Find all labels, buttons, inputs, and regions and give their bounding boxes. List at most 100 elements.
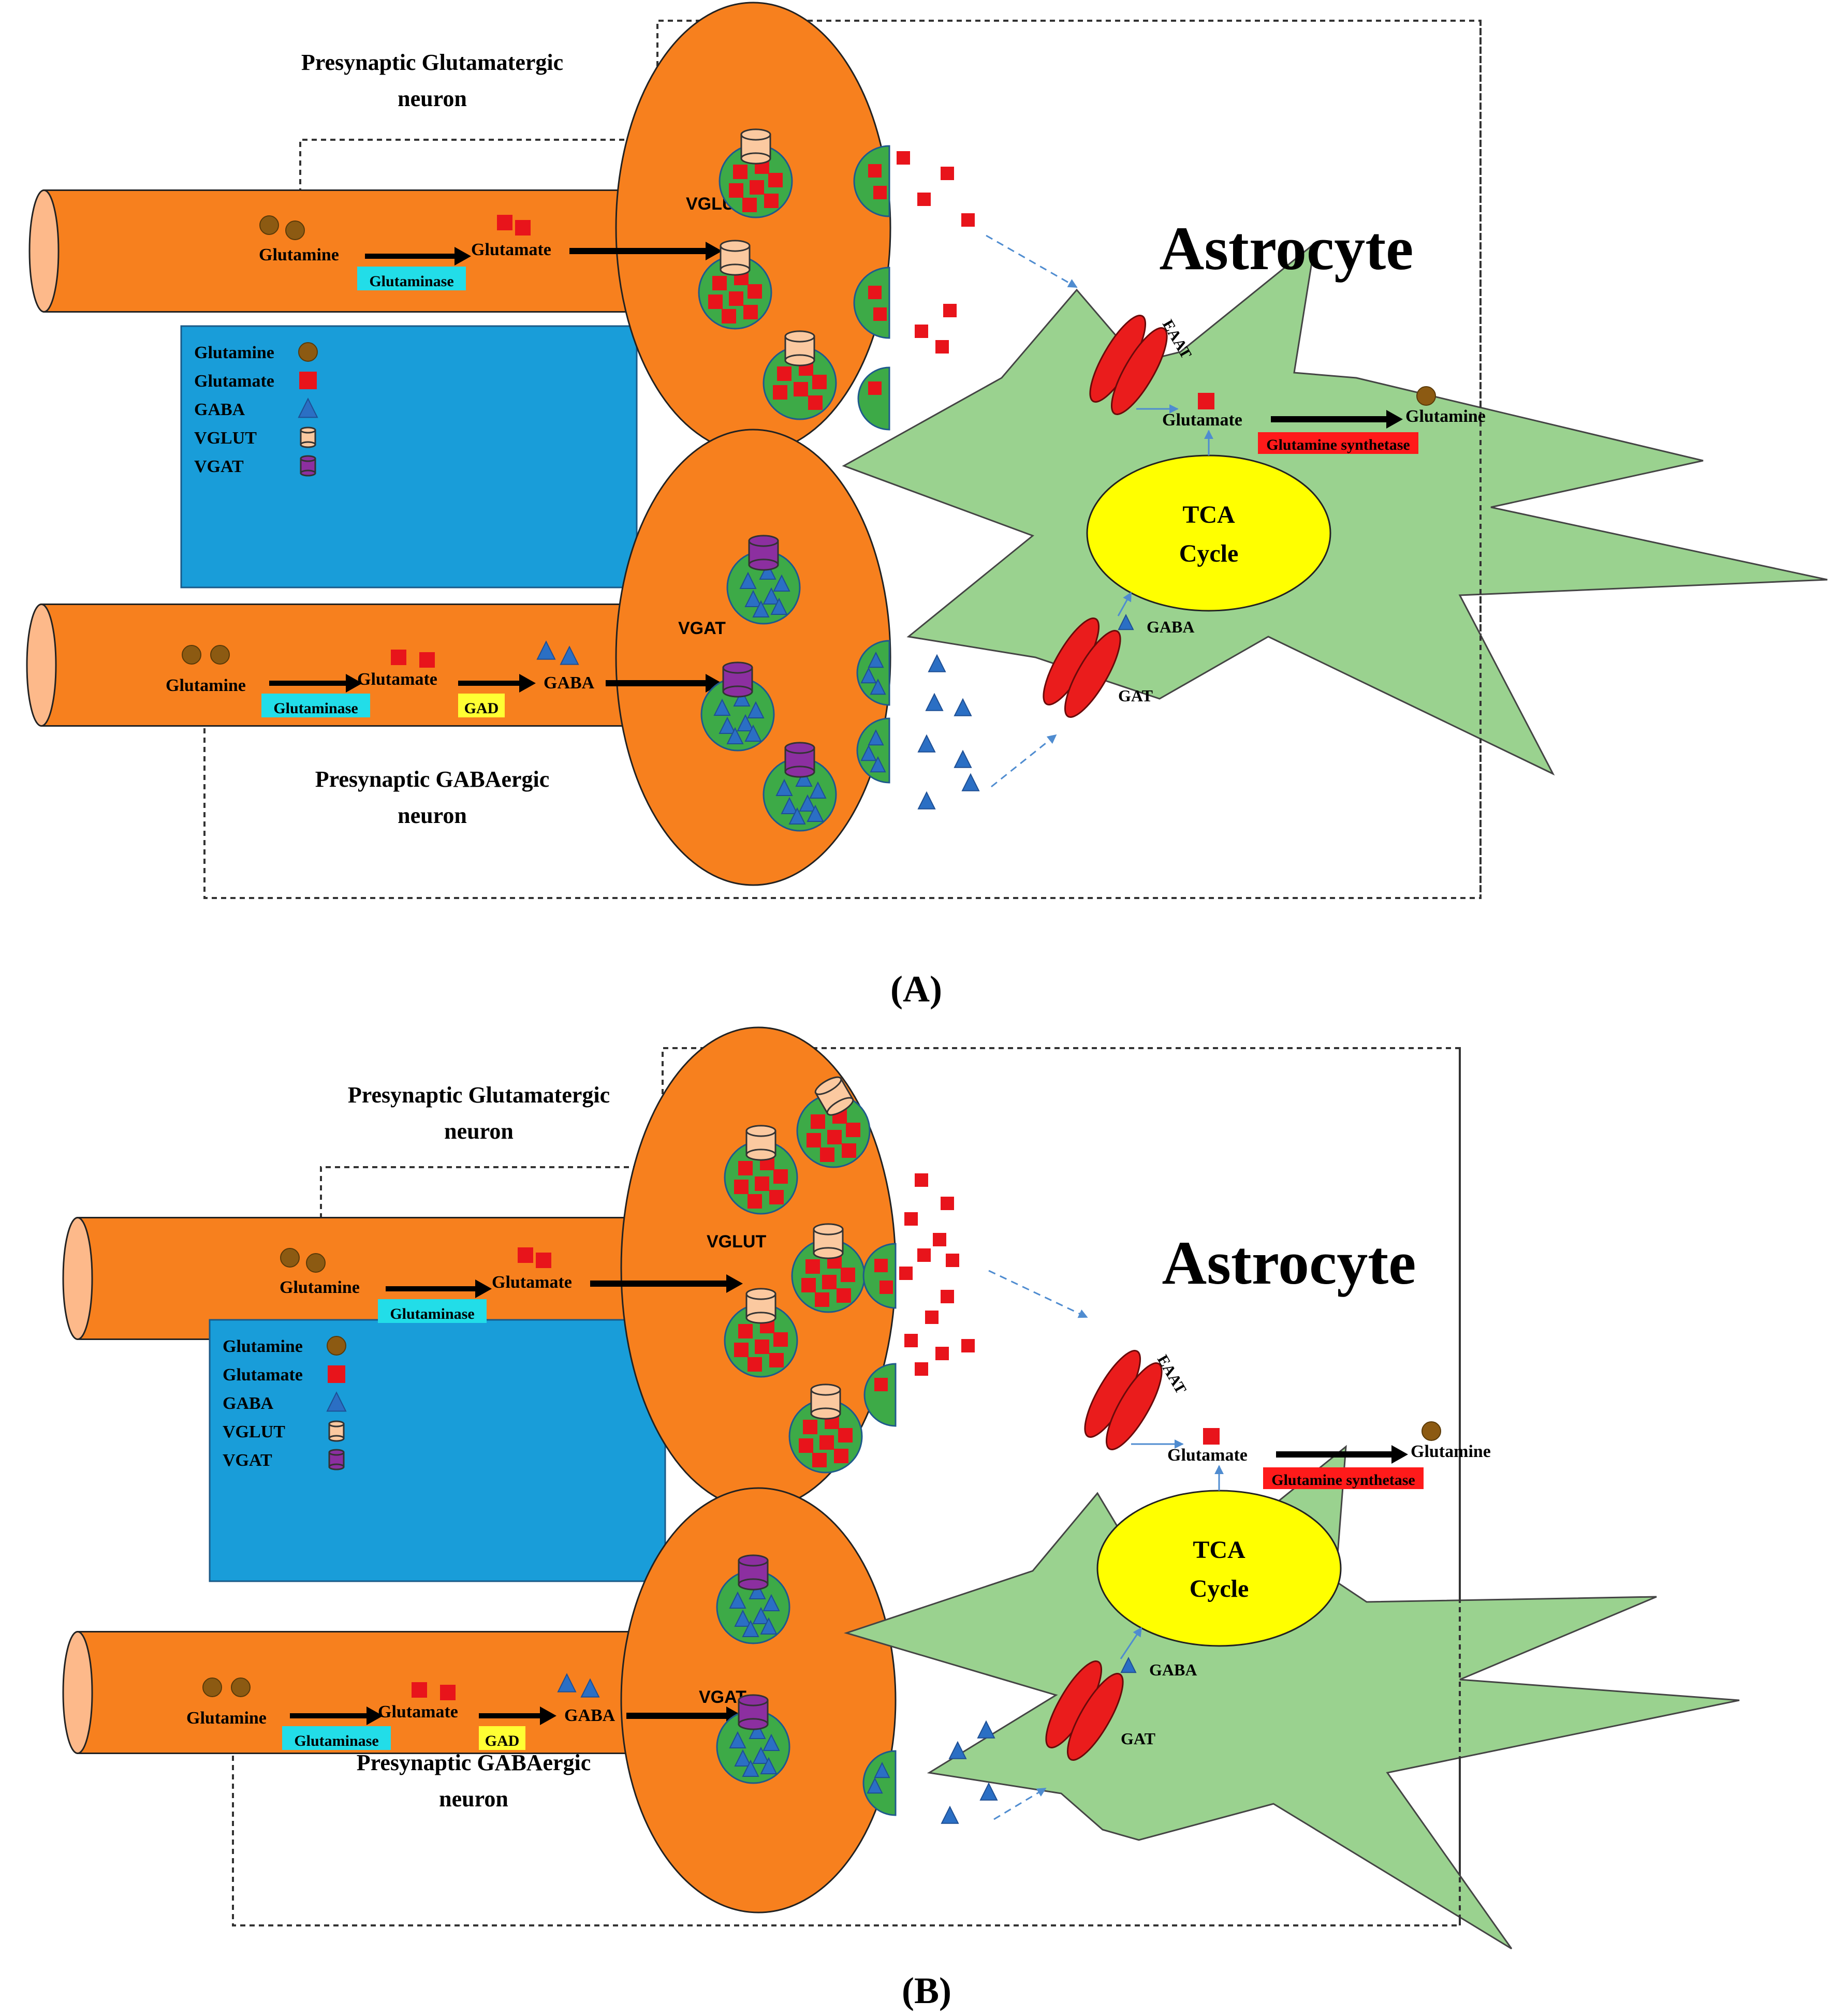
glutamate-square-icon — [827, 1130, 842, 1144]
glutamatergic-neuron-label: neuron — [398, 86, 467, 111]
panel-b: GlutamineGlutamateGABAVGLUTVGATPresynapt… — [62, 1026, 1740, 1950]
glutaminase-box — [282, 1726, 391, 1750]
glutamine-label: Glutamine — [280, 1278, 360, 1297]
glutamate-vesicle — [698, 240, 772, 330]
glutamate-square-icon — [874, 1378, 888, 1391]
glutamine-synthetase-label: Glutamine synthetase — [1266, 436, 1410, 453]
vglut-transporter-icon — [813, 1223, 844, 1259]
axon-cut-end — [28, 189, 60, 313]
glutamate-square-icon — [1198, 393, 1214, 409]
gaba-triangle-icon — [752, 600, 770, 617]
glutamate-square-icon — [773, 385, 787, 400]
glutamate-square-icon — [874, 1259, 888, 1272]
glutamate-square-icon — [899, 1267, 913, 1280]
glutamate-label: Glutamate — [1162, 410, 1242, 430]
glutamate-square-icon — [419, 652, 435, 668]
vglut-cylinder-icon — [328, 1420, 345, 1442]
tca-label: TCA — [1193, 1536, 1245, 1564]
gaba-vesicle — [726, 535, 801, 625]
gat-label: GAT — [1118, 686, 1153, 705]
glutamate-square-icon — [915, 1362, 928, 1376]
panel-a-caption: (A) — [890, 968, 942, 1010]
glutamate-square-icon — [734, 1180, 749, 1194]
eaat-transporter — [1089, 315, 1168, 415]
gaba-triangle-icon — [719, 716, 736, 734]
gaba-triangle-icon — [729, 1731, 746, 1748]
glutamate-square-icon — [812, 375, 827, 389]
glutamate-label: Glutamate — [471, 240, 551, 259]
pathway-arrow-head — [455, 247, 471, 266]
gaba-triangle-icon — [742, 1759, 759, 1777]
glutamate-square-icon — [777, 366, 792, 381]
glutamate-square-icon — [941, 1290, 954, 1303]
glutaminase-label: Glutaminase — [273, 700, 358, 717]
gaba-triangle-icon — [734, 1749, 752, 1767]
vglut-transporter-icon — [720, 240, 751, 276]
gaba-triangle-icon — [979, 1782, 998, 1801]
glutamate-square-icon — [729, 291, 743, 306]
glutamate-square-icon — [880, 1281, 893, 1294]
glutamine-label: Glutamine — [259, 245, 339, 264]
glutamatergic-neuron-label: neuron — [444, 1119, 514, 1144]
gabaergic-terminal — [615, 429, 891, 886]
glutamate-square-icon — [764, 194, 779, 208]
gabaergic-neuron-label: Presynaptic GABAergic — [315, 767, 550, 792]
glutamate-square-icon — [822, 1275, 837, 1289]
glutamine-circle-icon — [285, 220, 305, 240]
glutamate-square-icon — [769, 1353, 784, 1367]
glutamate-square-icon — [440, 1685, 456, 1700]
gaba-label: GABA — [1147, 617, 1194, 636]
vglut-label: VGLUT — [707, 1232, 766, 1252]
glutamate-square-icon — [925, 1311, 939, 1324]
glutaminase-box — [357, 267, 466, 290]
panel-b-caption: (B) — [902, 1970, 951, 2011]
legend-label: Glutamine — [194, 343, 274, 362]
glutamine-circle-icon — [1421, 1421, 1441, 1441]
glutamate-square-icon — [391, 650, 406, 665]
glutamate-square-icon — [773, 1169, 788, 1184]
cylinder-top — [300, 426, 316, 434]
glutamate-square-icon — [807, 1133, 821, 1147]
glutamine-label: Glutamine — [186, 1709, 267, 1728]
glutamate-square-icon — [815, 1292, 829, 1307]
gaba-triangle-icon — [739, 571, 757, 589]
eaat-transporter-subunit — [1105, 1362, 1163, 1450]
gaba-label: GABA — [564, 1706, 615, 1725]
glutamate-square-icon — [773, 1332, 788, 1347]
cylinder-bottom — [300, 469, 316, 477]
gaba-label: GABA — [1149, 1660, 1197, 1679]
glutamine-circle-icon — [202, 1677, 222, 1697]
gaba-triangle-icon — [781, 797, 798, 814]
cylinder-bottom — [740, 152, 771, 165]
fused-vesicle — [857, 366, 890, 431]
legend-label: VGAT — [194, 457, 244, 476]
gaba-triangle-icon — [809, 781, 827, 799]
glutamate-square-icon — [497, 215, 512, 230]
glutamine-circle-icon — [182, 645, 201, 665]
diffusion-arrow — [988, 1270, 1088, 1318]
cylinder-bottom — [745, 1149, 776, 1161]
glutaminase-label: Glutaminase — [369, 273, 453, 290]
vgat-cylinder-icon — [300, 455, 316, 477]
glutamine-circle-icon — [210, 645, 230, 665]
gat-transporter-subunit — [1064, 630, 1121, 718]
fused-vesicle — [862, 1750, 897, 1816]
glutamine-circle-icon — [1416, 386, 1436, 406]
gaba-triangle-icon — [928, 654, 946, 672]
gat-transporter — [1045, 1660, 1124, 1761]
cylinder-bottom — [738, 1578, 769, 1591]
axon — [40, 604, 705, 727]
glutamate-square-icon — [708, 295, 723, 309]
glutamate-square-icon — [834, 1449, 848, 1463]
glutamate-square-icon — [734, 1343, 749, 1357]
cylinder-top — [745, 1288, 776, 1300]
pathway-arrow-head — [726, 1274, 743, 1293]
glutamate-square-icon — [748, 1194, 762, 1209]
gaba-to-tca-arrow — [1120, 1627, 1142, 1659]
glutamate-square-icon — [768, 173, 783, 187]
legend-box — [180, 325, 638, 588]
pathway-arrow-head — [1386, 410, 1403, 429]
glutamatergic-neuron-label: Presynaptic Glutamatergic — [348, 1082, 610, 1108]
glutamate-square-icon — [961, 1339, 975, 1352]
